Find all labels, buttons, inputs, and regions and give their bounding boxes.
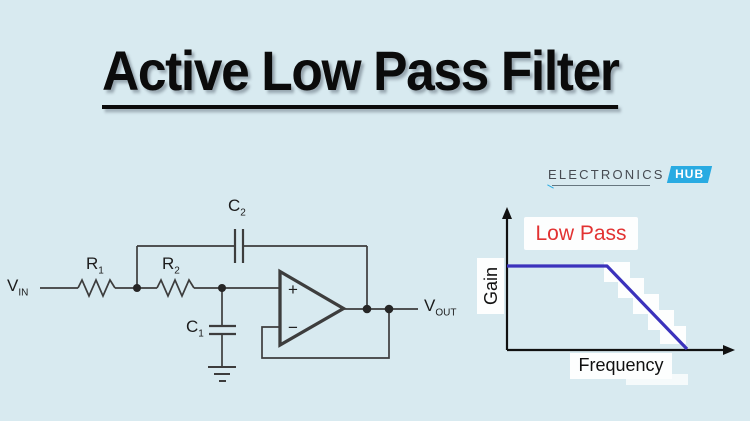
y-axis-arrowhead [502, 207, 512, 219]
junction-dot [218, 284, 226, 292]
junction-dot [362, 304, 372, 314]
junction-dots [133, 284, 394, 314]
logo-underline [552, 185, 650, 186]
gain-label-backdrop [477, 258, 504, 314]
vout-label: VOUT [424, 296, 457, 319]
r2-label: R2 [162, 254, 180, 277]
lowpass-label-backdrop [524, 217, 638, 250]
graph-ylabel: Gain [481, 266, 501, 306]
r1-label: R1 [86, 254, 104, 277]
logo-brand-text: ELECTRONICS [548, 167, 665, 182]
opamp-minus-input-label: − [288, 318, 298, 337]
junction-dot [133, 284, 141, 292]
circuit-wires [40, 229, 418, 382]
negative-feedback-loop [261, 311, 390, 359]
x-axis-arrowhead [723, 345, 735, 355]
ground-symbol [208, 366, 236, 382]
resistor-r1 [77, 277, 116, 299]
graph-xlabel: Frequency [578, 355, 664, 375]
response-graph [502, 207, 735, 355]
jpeg-artifact-patch [604, 262, 630, 282]
jpeg-artifact-patch [626, 374, 688, 385]
graph-axes [505, 217, 725, 352]
vin-label: VIN [7, 276, 29, 299]
opamp-triangle [278, 268, 347, 348]
junction-dot [384, 304, 394, 314]
page-title: Active Low Pass Filter [102, 40, 620, 109]
feedback-top-rail [137, 245, 368, 309]
c1-label: C1 [186, 317, 204, 340]
opamp-plus-input-label: + [288, 280, 298, 299]
lowpass-response-curve [507, 264, 689, 351]
graph-title: Low Pass [535, 222, 627, 245]
capacitor-c2-plates [233, 229, 245, 263]
c2-label: C2 [228, 196, 246, 219]
resistor-r2 [156, 277, 195, 299]
capacitor-c1-plates [209, 324, 236, 336]
electronics-hub-logo: ELECTRONICS HUB [547, 166, 712, 189]
